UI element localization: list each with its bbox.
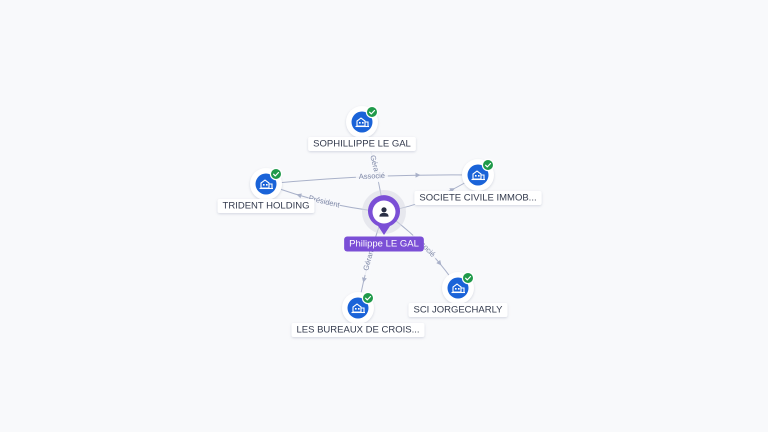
building-icon: [259, 179, 273, 190]
company-label-bureaux[interactable]: LES BUREAUX DE CROIS...: [291, 323, 425, 337]
company-label-text: LES BUREAUX DE CROIS...: [296, 325, 419, 336]
edge-arrow: [436, 260, 442, 266]
company-label-bg: [308, 137, 416, 151]
edge-label-bg: [355, 170, 389, 183]
verified-badge-icon: [461, 271, 475, 285]
verified-badge-icon: [481, 158, 495, 172]
company-label-bg: [217, 199, 315, 213]
company-label-bg: [408, 303, 508, 317]
edge-label: Associé: [359, 171, 386, 181]
company-label-text: SOCIETE CIVILE IMMOB...: [419, 193, 536, 204]
edge-label-group: Associé: [355, 170, 389, 183]
edge-arrow: [296, 193, 302, 199]
company-node-jorgecharly[interactable]: SCI JORGECHARLY: [408, 271, 508, 317]
building-icon: [351, 303, 365, 314]
edge-label-bg: [307, 193, 341, 211]
building-icon: [355, 117, 369, 128]
company-label-bg: [414, 191, 542, 205]
person-label[interactable]: Philippe LE GAL: [344, 236, 424, 252]
company-label-trident[interactable]: TRIDENT HOLDING: [217, 199, 315, 213]
company-node-scimmo[interactable]: SOCIETE CIVILE IMMOB...: [414, 158, 542, 205]
building-icon: [471, 170, 485, 181]
company-label-text: SOPHILLIPPE LE GAL: [313, 139, 411, 150]
verified-badge-icon: [365, 105, 379, 119]
company-label-text: TRIDENT HOLDING: [223, 201, 310, 212]
company-label-sophillippe[interactable]: SOPHILLIPPE LE GAL: [308, 137, 416, 151]
company-label-scimmo[interactable]: SOCIETE CIVILE IMMOB...: [414, 191, 542, 205]
company-label-bg: [291, 323, 425, 337]
person-icon: [379, 207, 389, 217]
edge-arrow: [415, 172, 421, 178]
company-node-trident[interactable]: TRIDENT HOLDING: [217, 167, 315, 213]
person-label-bg: [344, 236, 424, 252]
edge-trident-scimmo: Associé: [265, 170, 479, 185]
verified-badge-icon: [361, 291, 375, 305]
company-label-text: SCI JORGECHARLY: [413, 305, 503, 316]
company-label-jorgecharly[interactable]: SCI JORGECHARLY: [408, 303, 508, 317]
person-label-text: Philippe LE GAL: [349, 239, 419, 250]
verified-badge-icon: [269, 167, 283, 181]
edge-arrow: [449, 188, 455, 193]
building-icon: [451, 283, 465, 294]
person-node[interactable]: Philippe LE GAL: [344, 190, 424, 252]
company-node-bureaux[interactable]: LES BUREAUX DE CROIS...: [291, 291, 425, 337]
nodes-layer: SOPHILLIPPE LE GAL SOCIETE CIVILE IMMOB..…: [217, 105, 542, 337]
edge-arrow: [361, 277, 367, 283]
company-node-sophillippe[interactable]: SOPHILLIPPE LE GAL: [308, 105, 416, 151]
